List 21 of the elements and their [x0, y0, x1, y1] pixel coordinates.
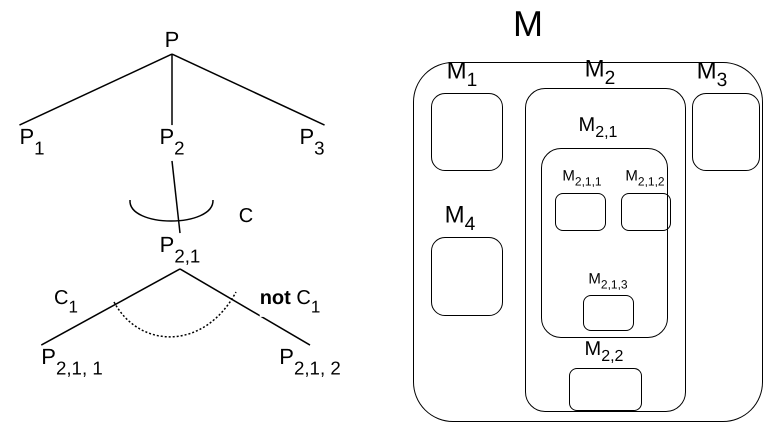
box-heading: M$_{2,1,3}$: [588, 272, 628, 290]
box-heading: M$_{2,1,2}$: [625, 168, 665, 188]
tree-branch-line: [171, 54, 173, 126]
tree-branch-line: [180, 268, 310, 346]
tree-branch-line: [19, 53, 172, 126]
box-heading: M$_{1}$: [446, 60, 478, 90]
box-heading: M$_{2,1,1}$: [562, 168, 602, 188]
tree-node-label: P$_{1}$: [19, 125, 45, 159]
tree-branch-line: [172, 53, 325, 126]
tree-branch-line: [40, 268, 180, 346]
tree-node-label: P$_{2}$: [159, 125, 185, 159]
box-heading: M$_{2,1}$: [578, 114, 618, 142]
box-heading: M$_{2,2}$: [584, 338, 624, 366]
tree-node-label: P$_{2,1}$: [160, 233, 200, 267]
box-heading: M: [513, 6, 543, 42]
tree-node-label: P$_{2,1, 1}$: [41, 345, 103, 379]
box-heading: M$_{4}$: [444, 204, 476, 234]
tree-node-label: P$_{3}$: [299, 125, 325, 159]
tree-node-label: P$_{2,1, 2}$: [279, 345, 341, 379]
tree-node-label: P: [164, 28, 180, 52]
tree-branch-line: [171, 160, 181, 234]
